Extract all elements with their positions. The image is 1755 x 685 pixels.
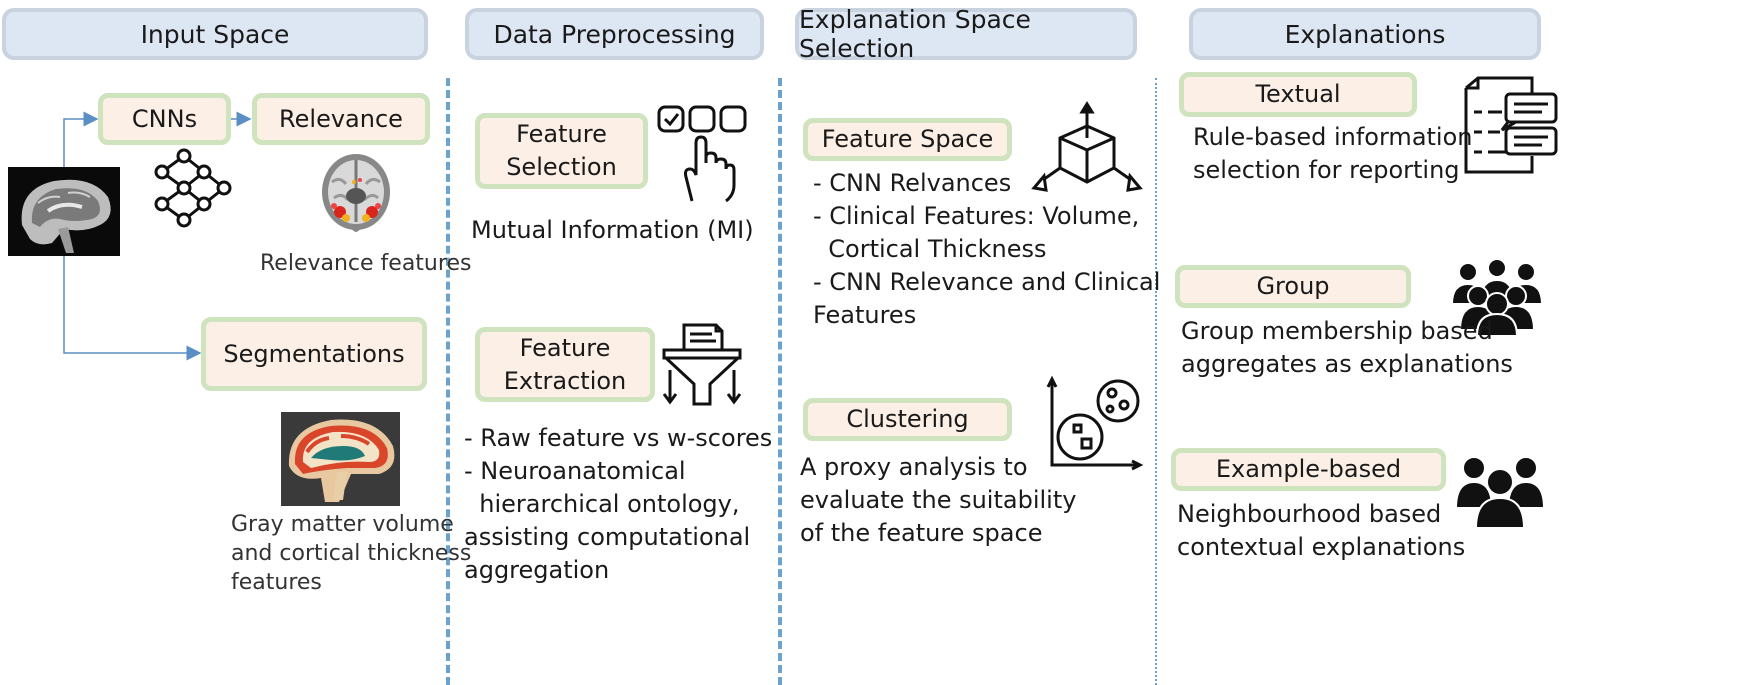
cnns-box: CNNs	[98, 93, 231, 145]
header-explanation-space-selection: Explanation Space Selection	[795, 5, 1137, 63]
group-box: Group	[1175, 265, 1411, 308]
clustering-text: A proxy analysis to evaluate the suitabi…	[800, 451, 1076, 550]
item-line: - CNN Relevance and Clinical	[813, 268, 1161, 296]
divider-3	[1155, 78, 1157, 685]
note-line: - Raw feature vs w-scores	[464, 424, 773, 452]
box-line: Selection	[506, 153, 617, 181]
relevance-box: Relevance	[252, 93, 430, 145]
cluster-scatter-icon	[1046, 375, 1144, 471]
extraction-notes: - Raw feature vs w-scores - Neuroanatomi…	[464, 422, 772, 587]
divider-1	[446, 78, 450, 685]
document-list-icon	[1464, 76, 1558, 174]
3d-cube-axes-icon	[1031, 101, 1143, 192]
text-line: evaluate the suitability	[800, 486, 1077, 514]
desc-line: Group membership based	[1181, 317, 1493, 345]
desc-line: selection for reporting	[1193, 156, 1460, 184]
header-label: Input Space	[140, 19, 290, 49]
segmentation-caption: Gray matter volume and cortical thicknes…	[231, 510, 471, 597]
segmentations-box: Segmentations	[201, 317, 427, 391]
relevance-caption: Relevance features	[260, 251, 472, 276]
textual-desc: Rule-based information selection for rep…	[1193, 121, 1473, 187]
box-line: Feature	[516, 120, 607, 148]
note-line: hierarchical ontology,	[464, 490, 740, 518]
segmentations-label: Segmentations	[223, 339, 405, 368]
header-data-preprocessing: Data Preprocessing	[465, 8, 764, 60]
note-line: aggregation	[464, 556, 610, 584]
filter-funnel-icon	[662, 323, 742, 406]
text-line: of the feature space	[800, 519, 1043, 547]
item-line: - CNN Relvances	[813, 169, 1012, 197]
clustering-label: Clustering	[846, 405, 969, 433]
divider-2	[778, 78, 782, 685]
desc-line: Rule-based information	[1193, 123, 1473, 151]
crowd-group-icon	[1450, 258, 1544, 337]
box-line: Feature	[519, 333, 611, 362]
note-line: - Neuroanatomical	[464, 457, 686, 485]
feature-space-items: - CNN Relvances - Clinical Features: Vol…	[813, 167, 1160, 332]
caption-line: and cortical thickness	[231, 541, 472, 566]
desc-line: contextual explanations	[1177, 533, 1466, 561]
textual-box: Textual	[1179, 72, 1417, 117]
header-explanations: Explanations	[1189, 8, 1541, 60]
people-group-icon	[1454, 456, 1546, 529]
header-label: Explanations	[1284, 19, 1446, 49]
header-input-space: Input Space	[2, 8, 428, 60]
item-line: - Clinical Features: Volume,	[813, 202, 1140, 230]
feature-space-label: Feature Space	[821, 125, 994, 153]
box-line: Extraction	[503, 366, 627, 395]
group-desc: Group membership based aggregates as exp…	[1181, 315, 1513, 381]
example-based-label: Example-based	[1215, 455, 1402, 483]
item-line: Features	[813, 301, 917, 329]
note-line: assisting computational	[464, 523, 751, 551]
header-label: Explanation Space Selection	[799, 5, 1031, 63]
hand-select-icon	[657, 105, 747, 203]
caption-line: features	[231, 570, 322, 595]
header-label: Data Preprocessing	[493, 19, 736, 49]
feature-space-box: Feature Space	[803, 118, 1012, 161]
group-label: Group	[1256, 272, 1330, 300]
brain-mri-image	[8, 167, 120, 256]
example-based-box: Example-based	[1171, 448, 1446, 491]
desc-line: aggregates as explanations	[1181, 350, 1513, 378]
textual-label: Textual	[1255, 80, 1341, 108]
input-connectors	[63, 111, 252, 361]
relevance-label: Relevance	[279, 104, 403, 133]
item-line: Cortical Thickness	[813, 235, 1047, 263]
mutual-information-text: Mutual Information (MI)	[471, 216, 754, 244]
brain-segmentation-image	[281, 412, 400, 506]
clustering-box: Clustering	[803, 398, 1012, 441]
cnns-label: CNNs	[131, 104, 198, 133]
desc-line: Neighbourhood based	[1177, 500, 1442, 528]
caption-line: Gray matter volume	[231, 512, 454, 537]
neural-network-icon	[154, 148, 232, 228]
text-line: A proxy analysis to	[800, 453, 1028, 481]
brain-relevance-map-image	[322, 154, 390, 232]
example-desc: Neighbourhood based contextual explanati…	[1177, 498, 1465, 564]
